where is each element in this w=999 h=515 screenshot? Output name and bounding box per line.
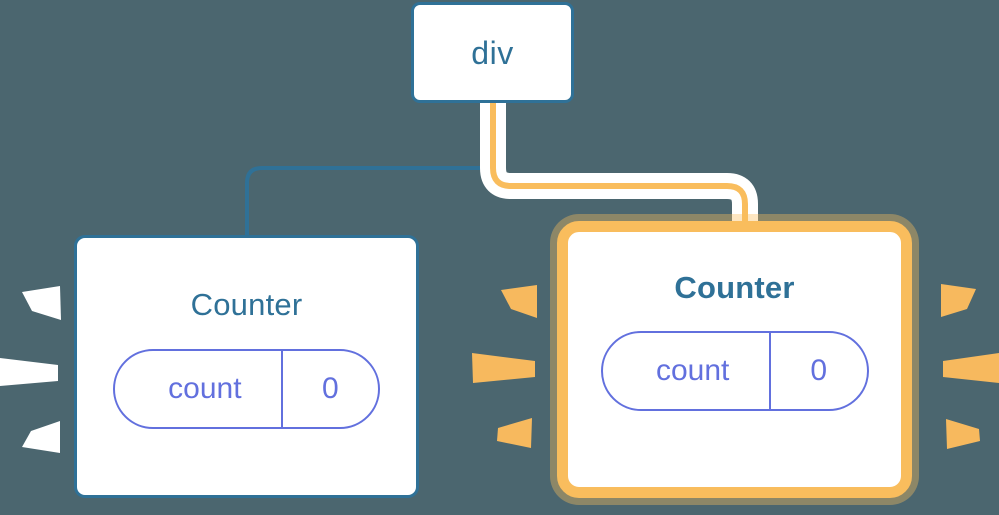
ray-white-upper: [22, 286, 61, 320]
div-node-label: div: [471, 34, 514, 71]
counter-node-right-state-pill[interactable]: count 0: [600, 331, 869, 411]
state-key: count: [168, 372, 242, 405]
counter-node-right-title: Counter: [674, 270, 795, 305]
state-value: 0: [768, 333, 867, 409]
burst-left-counter-left-side: [0, 286, 61, 453]
ray-orange-middle: [943, 353, 999, 383]
counter-node-left-state-pill[interactable]: count 0: [113, 349, 380, 429]
ray-orange-upper: [941, 284, 976, 317]
ray-white-middle: [0, 358, 58, 386]
ray-orange-lower: [946, 419, 980, 449]
div-node[interactable]: div: [411, 2, 574, 103]
burst-right-counter-left-side: [472, 285, 537, 448]
counter-node-left[interactable]: Counter count 0: [74, 235, 419, 498]
counter-node-left-title: Counter: [190, 287, 303, 322]
counter-node-right[interactable]: Counter count 0: [557, 221, 912, 498]
state-value: 0: [280, 351, 378, 427]
edge-div-to-right-counter: [490, 103, 748, 234]
ray-white-lower: [22, 421, 60, 453]
ray-orange-upper: [501, 285, 537, 318]
ray-orange-lower: [497, 418, 532, 448]
state-key: count: [655, 354, 730, 387]
edge-div-to-left-counter: [245, 103, 495, 237]
edge-div-to-right-counter-halo: [480, 103, 758, 234]
ray-orange-middle: [472, 353, 535, 383]
burst-right-counter-right-side: [941, 284, 999, 449]
